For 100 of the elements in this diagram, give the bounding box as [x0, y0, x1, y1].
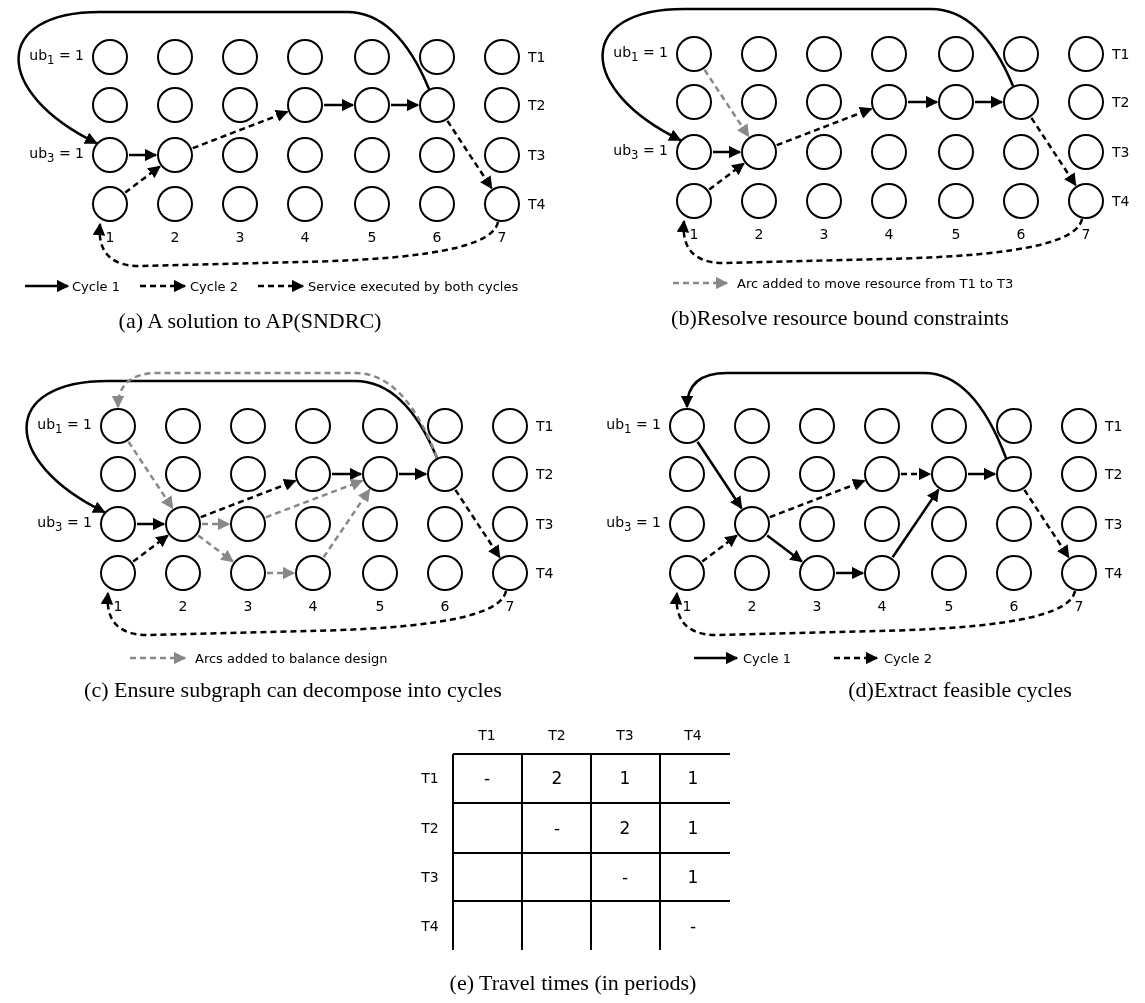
node-circle [419, 39, 455, 75]
arrow [891, 488, 940, 558]
node-circle [938, 183, 974, 219]
node-circle [1068, 36, 1104, 72]
node-circle [864, 555, 900, 591]
node-circle [669, 555, 705, 591]
period-number: 1 [105, 230, 115, 244]
arrow [836, 566, 865, 580]
arrow [322, 488, 371, 558]
arrow [1023, 489, 1070, 559]
node-circle [669, 456, 705, 492]
node-circle [1061, 408, 1097, 444]
figure-caption: (d)Extract feasible cycles [848, 679, 1072, 701]
node-circle [222, 186, 258, 222]
table-cell: - [621, 868, 629, 886]
node-circle [230, 408, 266, 444]
row-label: T3 [528, 148, 546, 162]
node-circle [230, 456, 266, 492]
row-label: T1 [1112, 47, 1130, 61]
row-header: T1 [421, 771, 439, 785]
node-circle [938, 36, 974, 72]
node-circle [92, 87, 128, 123]
row-label: T1 [1105, 419, 1123, 433]
node-circle [492, 456, 528, 492]
table-cell: 1 [687, 769, 699, 787]
arrow [968, 467, 997, 481]
node-circle [484, 137, 520, 173]
period-number: 7 [505, 599, 515, 613]
table-header: T3 [616, 728, 634, 742]
node-circle [799, 555, 835, 591]
bound-label: ub$_{3}$ = 1 [606, 514, 661, 534]
node-circle [165, 408, 201, 444]
node-circle [741, 84, 777, 120]
bound-label: ub$_{3}$ = 1 [29, 145, 84, 165]
node-circle [871, 183, 907, 219]
node-circle [931, 456, 967, 492]
node-circle [669, 408, 705, 444]
row-header: T4 [421, 919, 439, 933]
node-circle [362, 506, 398, 542]
figure-caption: (b)Resolve resource bound constraints [671, 307, 1009, 329]
node-circle [362, 408, 398, 444]
arrow [137, 517, 166, 531]
node-circle [864, 456, 900, 492]
bound-label: ub$_{3}$ = 1 [613, 142, 668, 162]
node-circle [100, 555, 136, 591]
period-number: 7 [497, 230, 507, 244]
node-circle [741, 134, 777, 170]
node-circle [1061, 555, 1097, 591]
node-circle [157, 87, 193, 123]
node-circle [222, 87, 258, 123]
node-circle [222, 137, 258, 173]
node-circle [419, 186, 455, 222]
node-circle [871, 134, 907, 170]
arrow [93, 221, 500, 268]
node-circle [492, 408, 528, 444]
node-circle [676, 84, 712, 120]
arrow [129, 148, 158, 162]
node-circle [295, 506, 331, 542]
arrow [677, 218, 1084, 265]
legend-label: Cycle 2 [190, 279, 238, 293]
table-header: T2 [548, 728, 566, 742]
period-number: 6 [1016, 227, 1026, 241]
node-circle [741, 36, 777, 72]
node-circle [806, 134, 842, 170]
table-cell: 2 [551, 769, 563, 787]
node-circle [806, 36, 842, 72]
node-circle [864, 408, 900, 444]
node-circle [419, 137, 455, 173]
figure-caption: (a) A solution to AP(SNDRC) [118, 310, 382, 332]
table-cell: - [483, 769, 491, 787]
arrow [681, 371, 1008, 459]
arrow [769, 479, 866, 519]
node-circle [100, 456, 136, 492]
arrow [696, 441, 743, 510]
bound-label: ub$_{1}$ = 1 [606, 416, 661, 436]
table-cell: 2 [619, 819, 631, 837]
arrow [197, 534, 234, 563]
node-circle [230, 555, 266, 591]
node-circle [287, 186, 323, 222]
node-circle [669, 506, 705, 542]
bound-label: ub$_{1}$ = 1 [37, 416, 92, 436]
table-header: T1 [478, 728, 496, 742]
arrow [713, 145, 742, 159]
node-circle [484, 87, 520, 123]
node-circle [222, 39, 258, 75]
node-circle [931, 408, 967, 444]
node-circle [1061, 506, 1097, 542]
period-number: 6 [440, 599, 450, 613]
arrow [202, 517, 231, 531]
node-circle [799, 408, 835, 444]
table-header: T4 [684, 728, 702, 742]
arrow [701, 534, 738, 563]
bound-label: ub$_{1}$ = 1 [29, 47, 84, 67]
arrow [908, 95, 939, 109]
arrow [25, 379, 439, 514]
node-circle [354, 137, 390, 173]
node-circle [165, 456, 201, 492]
legend-label: Cycle 2 [884, 651, 932, 665]
node-circle [996, 506, 1032, 542]
period-number: 1 [682, 599, 692, 613]
